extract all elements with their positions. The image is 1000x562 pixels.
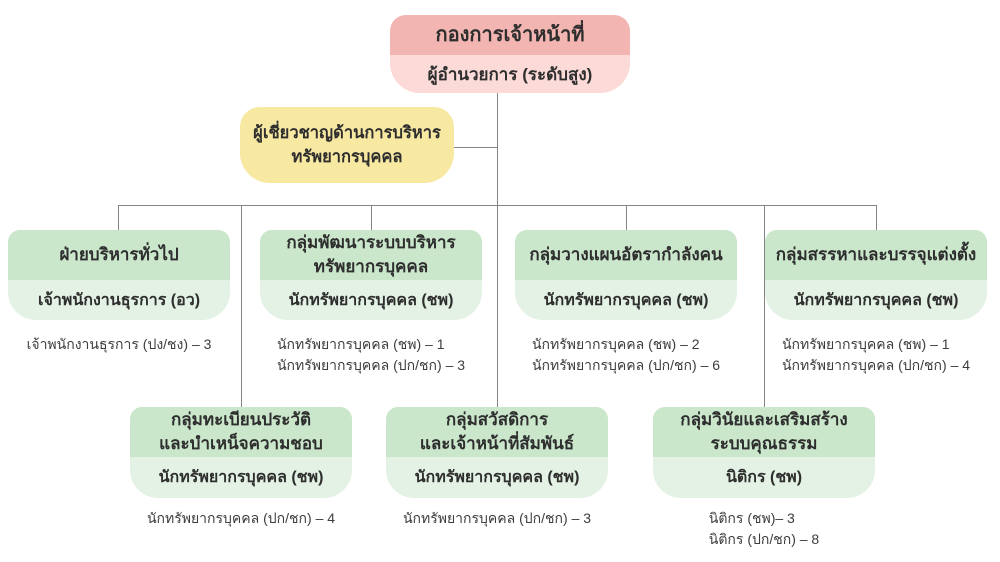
advisor-line2: ทรัพยากรบุคคล [291, 148, 403, 166]
staff-note-line: นักทรัพยากรบุคคล (ชพ) – 1 [781, 336, 950, 352]
root-node-personnel-division: กองการเจ้าหน้าที่ ผู้อำนวยการ (ระดับสูง) [390, 15, 630, 93]
group-title: กลุ่มสรรหาและบรรจุแต่งตั้ง [765, 230, 987, 280]
group-node-welfare-employee-relations: กลุ่มสวัสดิการ และเจ้าหน้าที่สัมพันธ์ นั… [386, 407, 608, 498]
group-title-line1: กลุ่มสวัสดิการ [445, 410, 549, 429]
group-title-line2: ระบบคุณธรรม [710, 434, 818, 453]
group-chief-position: นักทรัพยากรบุคคล (ชพ) [515, 280, 737, 320]
staff-notes-hr-system-development: นักทรัพยากรบุคคล (ชพ) – 1 นักทรัพยากรบุค… [260, 334, 482, 376]
group-title-line1: ฝ่ายบริหารทั่วไป [59, 245, 179, 264]
root-title-text: กองการเจ้าหน้าที่ [435, 24, 585, 46]
group-title: กลุ่มทะเบียนประวัติ และบำเหน็จความชอบ [130, 407, 352, 457]
staff-notes-general-admin: เจ้าพนักงานธุรการ (ปง/ชง) – 3 [8, 334, 230, 355]
group-title-line1: กลุ่มทะเบียนประวัติ [170, 410, 312, 429]
connector-drop-group5 [241, 205, 242, 407]
staff-notes-manpower-planning: นักทรัพยากรบุคคล (ชพ) – 2 นักทรัพยากรบุค… [515, 334, 737, 376]
staff-notes-recruitment-appointment: นักทรัพยากรบุคคล (ชพ) – 1 นักทรัพยากรบุค… [765, 334, 987, 376]
group-chief-position: นิติกร (ชพ) [653, 457, 875, 498]
chief-label: นักทรัพยากรบุคคล (ชพ) [793, 291, 959, 309]
group-title-line1: กลุ่มวินัยและเสริมสร้าง [680, 410, 848, 429]
group-title: กลุ่มวินัยและเสริมสร้าง ระบบคุณธรรม [653, 407, 875, 457]
group-chief-position: นักทรัพยากรบุคคล (ชพ) [765, 280, 987, 320]
group-title-line1: กลุ่มพัฒนาระบบบริหาร [286, 233, 456, 252]
group-chief-position: เจ้าพนักงานธุรการ (อว) [8, 280, 230, 320]
staff-note-line: นักทรัพยากรบุคคล (ปก/ชก) – 3 [402, 510, 592, 526]
staff-notes-welfare-employee-relations: นักทรัพยากรบุคคล (ปก/ชก) – 3 [386, 508, 608, 529]
group-node-manpower-planning: กลุ่มวางแผนอัตรากำลังคน นักทรัพยากรบุคคล… [515, 230, 737, 320]
root-node-director: ผู้อำนวยการ (ระดับสูง) [390, 55, 630, 93]
connector-drop-group1 [118, 205, 119, 231]
staff-note-line: นักทรัพยากรบุคคล (ปก/ชก) – 4 [146, 510, 336, 526]
root-node-title: กองการเจ้าหน้าที่ [390, 15, 630, 55]
advisor-line1: ผู้เชี่ยวชาญด้านการบริหาร [253, 124, 441, 142]
root-director-text: ผู้อำนวยการ (ระดับสูง) [427, 64, 593, 84]
group-title: ฝ่ายบริหารทั่วไป [8, 230, 230, 280]
group-chief-position: นักทรัพยากรบุคคล (ชพ) [386, 457, 608, 498]
chief-label: นิติกร (ชพ) [725, 469, 803, 486]
group-title: กลุ่มวางแผนอัตรากำลังคน [515, 230, 737, 280]
connector-drop-group2 [371, 205, 372, 231]
staff-note-line: นักทรัพยากรบุคคล (ปก/ชก) – 3 [276, 357, 466, 373]
staff-note-line: นักทรัพยากรบุคคล (ปก/ชก) – 6 [531, 357, 721, 373]
group-chief-position: นักทรัพยากรบุคคล (ชพ) [130, 457, 352, 498]
chief-label: นักทรัพยากรบุคคล (ชพ) [158, 469, 324, 486]
group-node-discipline-merit-system: กลุ่มวินัยและเสริมสร้าง ระบบคุณธรรม นิติ… [653, 407, 875, 498]
staff-note-line: นิติกร (ชพ)– 3 [708, 510, 795, 526]
connector-drop-group4 [876, 205, 877, 231]
group-node-recruitment-appointment: กลุ่มสรรหาและบรรจุแต่งตั้ง นักทรัพยากรบุ… [765, 230, 987, 320]
staff-note-line: นิติกร (ปก/ชก) – 8 [708, 531, 820, 547]
advisor-node-hr-expert: ผู้เชี่ยวชาญด้านการบริหาร ทรัพยากรบุคคล [240, 107, 454, 183]
chief-label: นักทรัพยากรบุคคล (ชพ) [414, 469, 580, 486]
group-title-line2: และเจ้าหน้าที่สัมพันธ์ [419, 434, 575, 453]
group-chief-position: นักทรัพยากรบุคคล (ชพ) [260, 280, 482, 320]
group-title-line1: กลุ่มวางแผนอัตรากำลังคน [529, 245, 723, 264]
connector-drop-group3 [626, 205, 627, 231]
group-node-general-admin: ฝ่ายบริหารทั่วไป เจ้าพนักงานธุรการ (อว) [8, 230, 230, 320]
staff-note-line: นักทรัพยากรบุคคล (ปก/ชก) – 4 [781, 357, 971, 373]
chief-label: เจ้าพนักงานธุรการ (อว) [37, 291, 201, 309]
connector-drop-group7 [764, 205, 765, 407]
connector-root-vertical [497, 93, 498, 205]
group-title: กลุ่มพัฒนาระบบบริหาร ทรัพยากรบุคคล [260, 230, 482, 280]
chief-label: นักทรัพยากรบุคคล (ชพ) [288, 291, 454, 309]
group-title-line2: และบำเหน็จความชอบ [159, 434, 323, 453]
group-title: กลุ่มสวัสดิการ และเจ้าหน้าที่สัมพันธ์ [386, 407, 608, 457]
group-node-hr-system-development: กลุ่มพัฒนาระบบบริหาร ทรัพยากรบุคคล นักทร… [260, 230, 482, 320]
staff-notes-discipline-merit-system: นิติกร (ชพ)– 3 นิติกร (ปก/ชก) – 8 [653, 508, 875, 550]
connector-advisor-horizontal [454, 147, 497, 148]
chief-label: นักทรัพยากรบุคคล (ชพ) [543, 291, 709, 309]
staff-note-line: เจ้าพนักงานธุรการ (ปง/ชง) – 3 [26, 336, 212, 352]
staff-notes-personnel-records-benefits: นักทรัพยากรบุคคล (ปก/ชก) – 4 [130, 508, 352, 529]
group-title-line2: ทรัพยากรบุคคล [313, 257, 429, 276]
connector-drop-group6 [497, 205, 498, 407]
staff-note-line: นักทรัพยากรบุคคล (ชพ) – 1 [276, 336, 445, 352]
staff-note-line: นักทรัพยากรบุคคล (ชพ) – 2 [531, 336, 700, 352]
group-title-line1: กลุ่มสรรหาและบรรจุแต่งตั้ง [775, 245, 977, 264]
group-node-personnel-records-benefits: กลุ่มทะเบียนประวัติ และบำเหน็จความชอบ นั… [130, 407, 352, 498]
